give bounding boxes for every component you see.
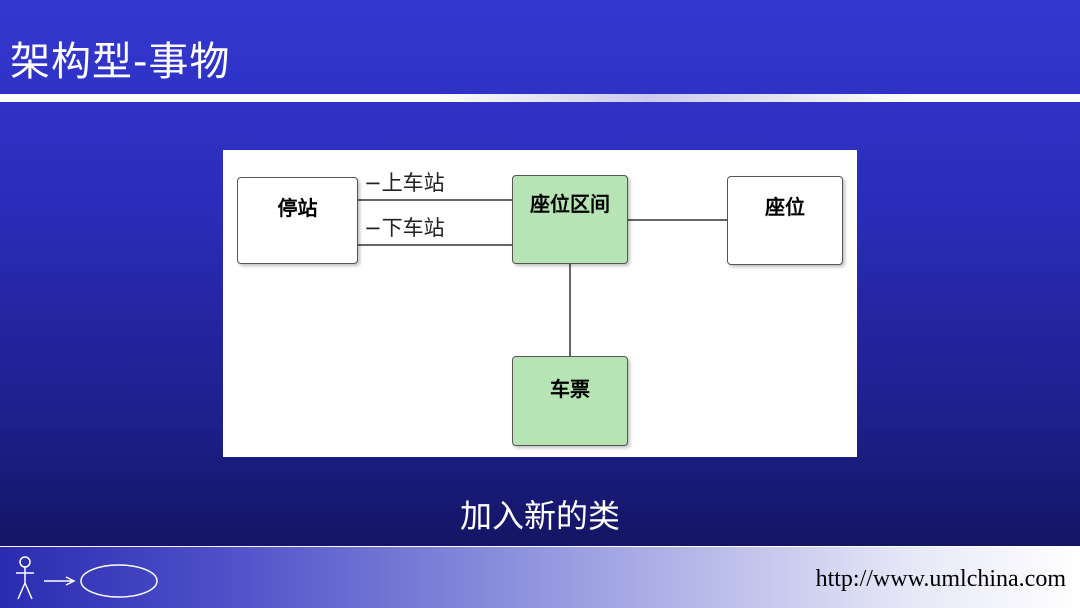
class-stop: 停站 — [237, 177, 358, 264]
stick-figure-arrow-usecase-icon — [16, 556, 158, 600]
class-ticket-label: 车票 — [550, 377, 590, 401]
class-seat-segment-label: 座位区间 — [530, 192, 610, 216]
class-ticket: 车票 — [512, 356, 628, 446]
class-diagram: 停站 座位区间 座位 车票 −上车站 −下车站 — [223, 150, 857, 457]
class-seat: 座位 — [727, 176, 843, 265]
footer-bar: http://www.umlchina.com — [0, 546, 1080, 608]
role-boarding-station: −上车站 — [364, 171, 445, 195]
slide-title: 架构型-事物 — [10, 39, 231, 85]
title-divider — [0, 94, 1080, 102]
footer-url: http://www.umlchina.com — [815, 566, 1066, 592]
class-stop-label: 停站 — [277, 196, 318, 220]
diagram-connectors — [358, 199, 727, 357]
class-seat-label: 座位 — [765, 195, 805, 219]
role-alighting-station: −下车站 — [364, 216, 445, 240]
class-seat-segment: 座位区间 — [512, 175, 628, 264]
slide-caption: 加入新的类 — [459, 497, 620, 535]
